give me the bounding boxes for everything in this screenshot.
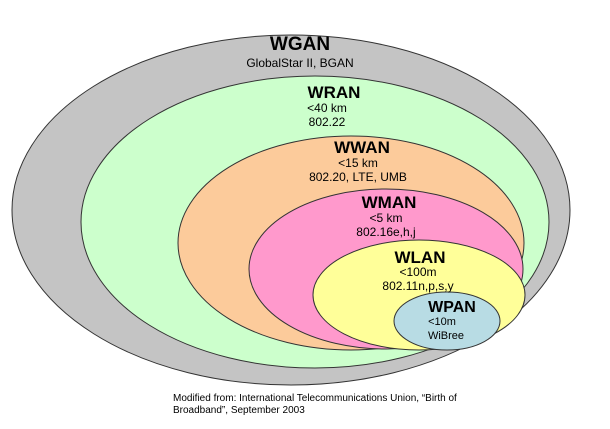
wpan-range: <10m	[428, 316, 456, 328]
wpan-device: WiBree	[428, 330, 464, 342]
wgan-title: WGAN	[270, 34, 330, 55]
wman-standards: 802.16e,h,j	[356, 225, 415, 239]
wlan-title: WLAN	[395, 248, 446, 267]
wpan-title: WPAN	[428, 299, 476, 316]
wwan-range: <15 km	[338, 156, 378, 170]
wlan-standards: 802.11n,p,s,y	[382, 279, 453, 293]
wman-range: <5 km	[369, 211, 402, 225]
wran-title: WRAN	[308, 83, 361, 102]
wpan-ellipse	[393, 291, 501, 351]
wlan-range: <100m	[399, 265, 436, 279]
wran-range: <40 km	[307, 101, 347, 115]
wran-standards: 802.22	[309, 115, 346, 129]
source-caption: Modified from: International Telecommuni…	[173, 393, 457, 416]
wwan-standards: 802.20, LTE, UMB	[309, 170, 407, 184]
wman-title: WMAN	[362, 193, 417, 212]
wwan-title: WWAN	[334, 138, 390, 157]
wgan-detail: GlobalStar II, BGAN	[246, 56, 353, 70]
